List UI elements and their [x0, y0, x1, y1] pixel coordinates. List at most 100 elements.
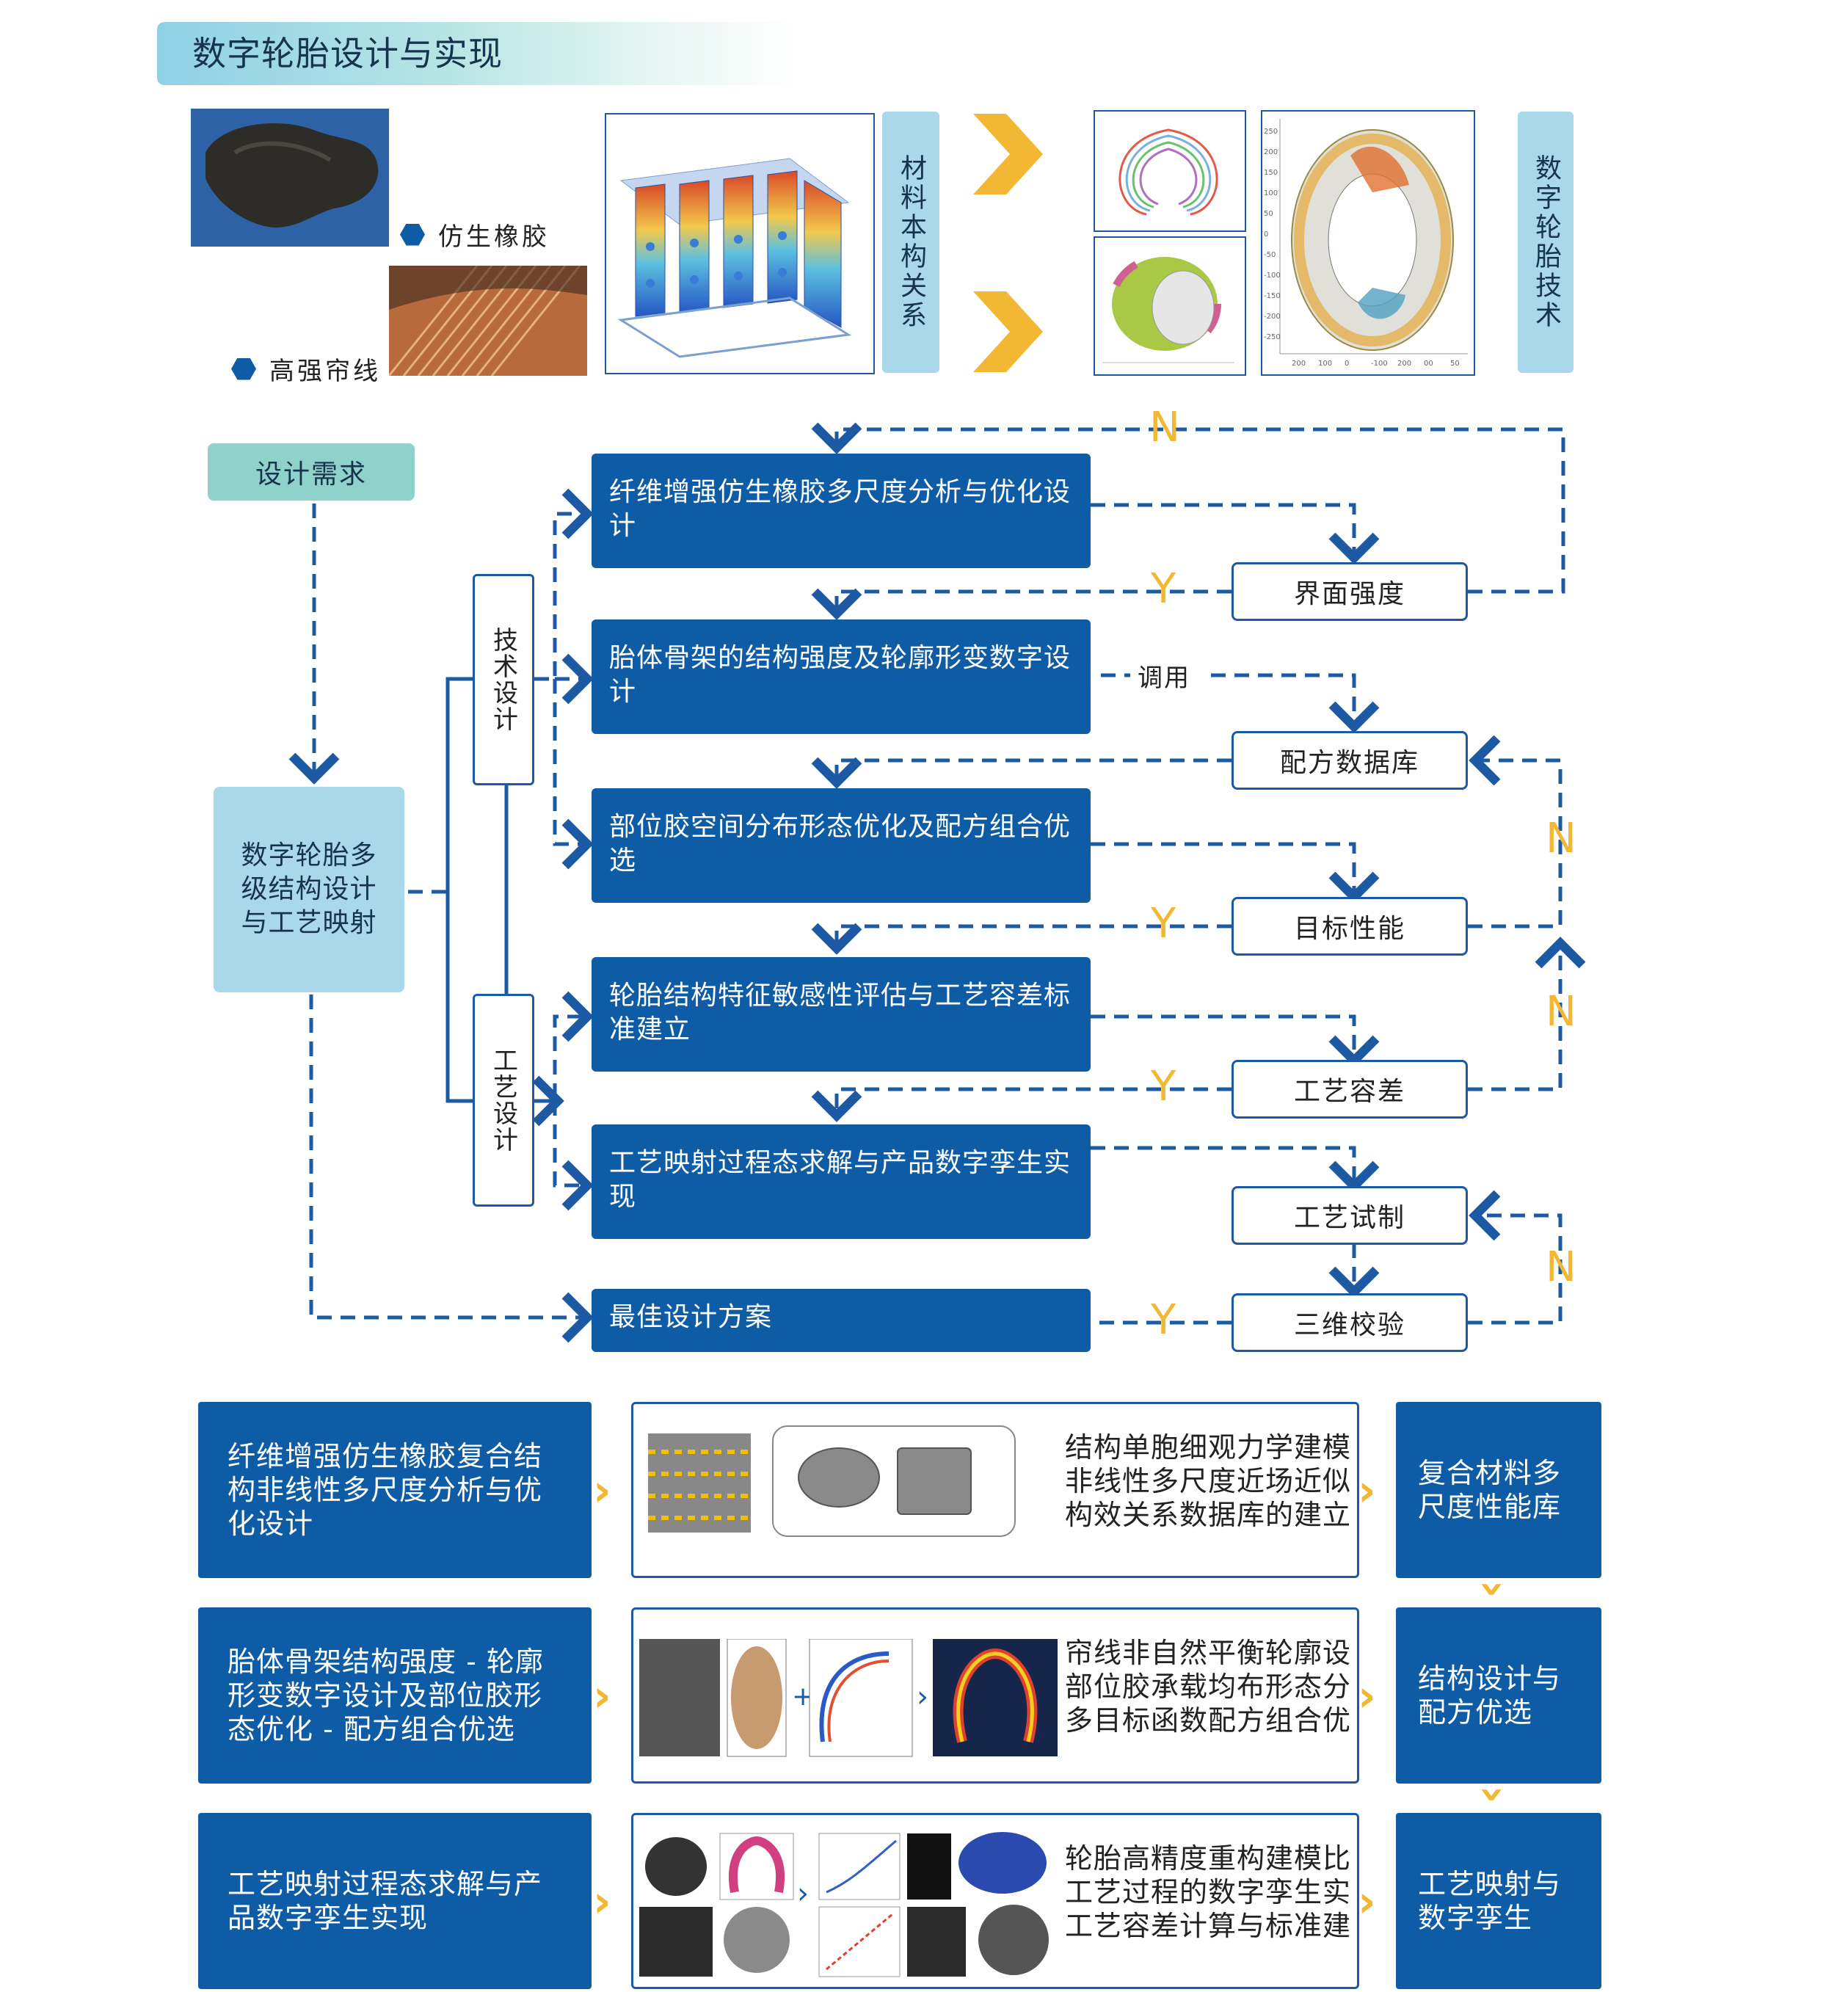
plot-x-tick: 200 — [1397, 360, 1411, 368]
plot-y-tick: 200 — [1264, 148, 1278, 156]
chevron-right-icon: › — [1358, 1671, 1376, 1722]
hub-box: 数字轮胎多级结构设计与工艺映射 — [214, 787, 404, 992]
flow-step-final: 最佳设计方案 — [592, 1289, 1091, 1352]
plot-x-tick: 00 — [1424, 360, 1433, 368]
digital-tire-plot: 250 200 150 100 50 0 -50 -100 -150 -200 -250 200 10… — [1261, 110, 1475, 376]
plot-y-tick: -250 — [1264, 333, 1281, 341]
bottom-row-2-left: 胎体骨架结构强度 - 轮廓形变数字设计及部位胶形态优化 - 配方组合优选 — [198, 1607, 592, 1784]
bottom-row-2-right: 结构设计与配方优选 — [1396, 1607, 1601, 1784]
check-formula-database: 配方数据库 — [1232, 731, 1468, 790]
plot-y-tick: -50 — [1264, 251, 1276, 259]
rubber-illustration — [205, 123, 379, 228]
svg-text:›: › — [917, 1680, 928, 1714]
yes-label: Y — [1151, 565, 1176, 613]
plot-y-tick: 150 — [1264, 169, 1278, 177]
bottom-row-1-left: 纤维增强仿生橡胶复合结构非线性多尺度分析与优化设计 — [198, 1402, 592, 1578]
flow-step-2: 胎体骨架的结构强度及轮廓形变数字设计 — [592, 619, 1091, 734]
rubber-photo — [191, 109, 389, 247]
label-material-constitutive: 材料本构关系 — [882, 112, 939, 373]
check-process-tolerance: 工艺容差 — [1232, 1060, 1468, 1119]
bottom-row-3-right: 工艺映射与数字孪生 — [1396, 1813, 1601, 1989]
bottom-row-2-text-line: 帘线非自然平衡轮廓设 — [1064, 1637, 1351, 1669]
check-process-trial: 工艺试制 — [1232, 1186, 1468, 1245]
plot-y-tick: -200 — [1264, 313, 1281, 321]
bottom-row-1-text-line: 结构单胞细观力学建模 — [1064, 1431, 1351, 1464]
plot-y-tick: 0 — [1264, 230, 1268, 239]
bottom-row-1-right: 复合材料多尺度性能库 — [1396, 1402, 1601, 1578]
bottom-row-2-mid: + › 帘线非自然平衡轮廓设 部位胶承载均布形态分 多目标函数配方组合优 — [631, 1607, 1359, 1784]
bottom-row-1-text: 结构单胞细观力学建模 非线性多尺度近场近似 构效关系数据库的建立 — [1065, 1431, 1351, 1532]
plot-x-tick: 0 — [1345, 360, 1349, 368]
chevron-down-icon: › — [1467, 1785, 1519, 1804]
bottom-row-1-mid: 结构单胞细观力学建模 非线性多尺度近场近似 构效关系数据库的建立 — [631, 1402, 1359, 1578]
plot-y-tick: -150 — [1264, 292, 1281, 300]
chevron-right-icon: › — [593, 1465, 611, 1516]
bottom-row-3-text-line: 轮胎高精度重构建模比 — [1064, 1842, 1351, 1875]
cord-illustration — [389, 266, 587, 376]
plot-y-tick: 50 — [1264, 210, 1273, 218]
page-title: 数字轮胎设计与实现 — [192, 34, 503, 73]
hexagon-icon — [400, 223, 425, 246]
check-interface-strength: 界面强度 — [1232, 562, 1468, 621]
svg-text:›: › — [797, 1877, 809, 1911]
digital-tire-illustration: 250 200 150 100 50 0 -50 -100 -150 -200 -250 200 10… — [1264, 119, 1468, 368]
material-mesh-image — [605, 113, 875, 374]
plot-y-tick: -100 — [1264, 272, 1281, 280]
bottom-row-2-text-line: 部位胶承载均布形态分 — [1064, 1671, 1351, 1703]
tire-3d-image — [1094, 236, 1246, 376]
plot-y-tick: 250 — [1264, 128, 1278, 136]
legend-rubber-label: 仿生橡胶 — [438, 222, 550, 252]
flow-step-4: 轮胎结构特征敏感性评估与工艺容差标准建立 — [592, 957, 1091, 1072]
check-target-performance: 目标性能 — [1232, 897, 1468, 956]
chevron-right-icon: › — [593, 1671, 611, 1722]
plot-y-tick: 100 — [1264, 189, 1278, 197]
chevron-right-icon — [973, 114, 1043, 195]
chevron-right-icon: › — [1358, 1876, 1376, 1927]
bottom-row-3-mid: › 轮胎高精度重构建模比 工艺过程的数字孪生实 工艺容差计算与标准建 — [631, 1813, 1359, 1989]
bottom-row-1-text-line: 构效关系数据库的建立 — [1064, 1499, 1351, 1531]
flow-connectors — [288, 422, 1586, 1343]
legend-cord-label: 高强帘线 — [269, 357, 381, 386]
label-digital-tire-tech: 数字轮胎技术 — [1518, 112, 1574, 373]
bottom-row-2-text: 帘线非自然平衡轮廓设 部位胶承载均布形态分 多目标函数配方组合优 — [1065, 1636, 1351, 1737]
design-requirement-box: 设计需求 — [208, 443, 415, 501]
yes-label: Y — [1151, 900, 1176, 948]
chevron-down-icon: › — [1467, 1580, 1519, 1599]
cord-photo — [389, 266, 587, 376]
no-label: N — [1546, 988, 1576, 1036]
flow-step-3: 部位胶空间分布形态优化及配方组合优选 — [592, 788, 1091, 903]
flow-step-5: 工艺映射过程态求解与产品数字孪生实现 — [592, 1124, 1091, 1239]
bottom-row-1-text-line: 非线性多尺度近场近似 — [1064, 1465, 1351, 1497]
unit-cell-illustration — [648, 1425, 1016, 1537]
process-design-box: 工艺设计 — [473, 994, 534, 1207]
plot-x-tick: -100 — [1371, 360, 1388, 368]
mesh-illustration — [617, 158, 852, 358]
flow-step-1: 纤维增强仿生橡胶多尺度分析与优化设计 — [592, 454, 1091, 568]
plot-x-tick: 50 — [1450, 360, 1460, 368]
title-bar — [157, 22, 796, 85]
bottom-row-3-text-line: 工艺过程的数字孪生实 — [1064, 1876, 1351, 1908]
bottom-row-3-text: 轮胎高精度重构建模比 工艺过程的数字孪生实 工艺容差计算与标准建 — [1065, 1842, 1351, 1943]
chevron-right-icon: › — [593, 1876, 611, 1927]
yes-label: Y — [1151, 1063, 1176, 1110]
bottom-row-2-text-line: 多目标函数配方组合优 — [1064, 1704, 1351, 1737]
plot-x-tick: 200 — [1292, 360, 1306, 368]
bottom-row-3-left: 工艺映射过程态求解与产品数字孪生实现 — [198, 1813, 592, 1989]
yes-label: Y — [1151, 1296, 1176, 1344]
chevron-right-icon: › — [1358, 1465, 1376, 1516]
check-3d-verification: 三维校验 — [1232, 1293, 1468, 1352]
chevron-right-icon — [973, 291, 1043, 372]
tire-profile-image — [1094, 110, 1246, 232]
no-label: N — [1546, 815, 1576, 862]
legend-rubber: 仿生橡胶 — [400, 217, 550, 252]
call-label: 调用 — [1138, 664, 1190, 693]
bottom-row-3-text-line: 工艺容差计算与标准建 — [1064, 1910, 1351, 1942]
tire-profile-illustration — [1118, 128, 1218, 216]
tire-3d-illustration — [1102, 253, 1234, 363]
plot-x-tick: 100 — [1318, 360, 1332, 368]
digital-twin-illustration: › — [639, 1832, 1049, 1977]
legend-cord: 高强帘线 — [231, 351, 381, 387]
no-label: N — [1546, 1243, 1576, 1291]
tire-design-illustration: + › — [639, 1639, 1058, 1757]
no-label: N — [1149, 404, 1180, 451]
